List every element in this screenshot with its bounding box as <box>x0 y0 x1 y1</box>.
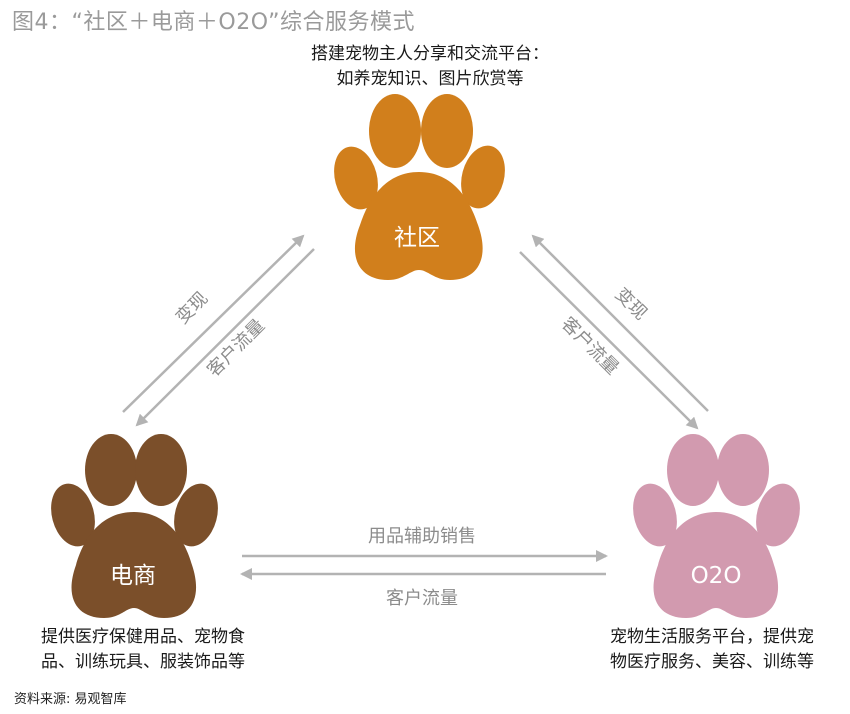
o2o-paw-shape <box>633 434 800 618</box>
community-paw-icon: 社区 <box>334 94 505 280</box>
ecommerce-description-line-2: 品、训练玩具、服装饰品等 <box>41 652 245 672</box>
arrow-community-to-ecommerce <box>135 248 315 427</box>
ecommerce-o2o-top-label: 用品辅助销售 <box>368 526 476 547</box>
community-ecommerce-outer-label: 变现 <box>172 288 212 328</box>
o2o-description-line-1: 宠物生活服务平台，提供宠 <box>610 627 814 647</box>
community-description-line-2: 如养宠知识、图片欣赏等 <box>336 69 524 89</box>
arrow-community-to-o2o <box>519 251 699 430</box>
source-note: 资料来源: 易观智库 <box>14 692 127 707</box>
community-description: 搭建宠物主人分享和交流平台： 如养宠知识、图片欣赏等 <box>240 42 620 92</box>
ecommerce-paw-shape <box>51 434 218 618</box>
community-description-line-1: 搭建宠物主人分享和交流平台： <box>311 44 549 64</box>
arrow-ecommerce-to-community <box>122 234 305 413</box>
o2o-description: 宠物生活服务平台，提供宠 物医疗服务、美容、训练等 <box>578 625 846 675</box>
o2o-description-line-2: 物医疗服务、美容、训练等 <box>610 652 814 672</box>
arrow-o2o-to-community <box>531 234 709 412</box>
community-label: 社区 <box>394 225 440 251</box>
ecommerce-o2o-bottom-label: 客户流量 <box>386 588 458 609</box>
ecommerce-paw-icon: 电商 <box>51 434 218 618</box>
community-paw-shape <box>334 94 505 280</box>
o2o-paw-icon: O2O <box>633 434 800 618</box>
ecommerce-description-line-1: 提供医疗保健用品、宠物食 <box>41 627 245 647</box>
o2o-label: O2O <box>691 563 742 589</box>
ecommerce-label: 电商 <box>110 563 156 589</box>
ecommerce-description: 提供医疗保健用品、宠物食 品、训练玩具、服装饰品等 <box>8 625 278 675</box>
figure-title: 图4：“社区＋电商＋O2O”综合服务模式 <box>12 10 416 35</box>
